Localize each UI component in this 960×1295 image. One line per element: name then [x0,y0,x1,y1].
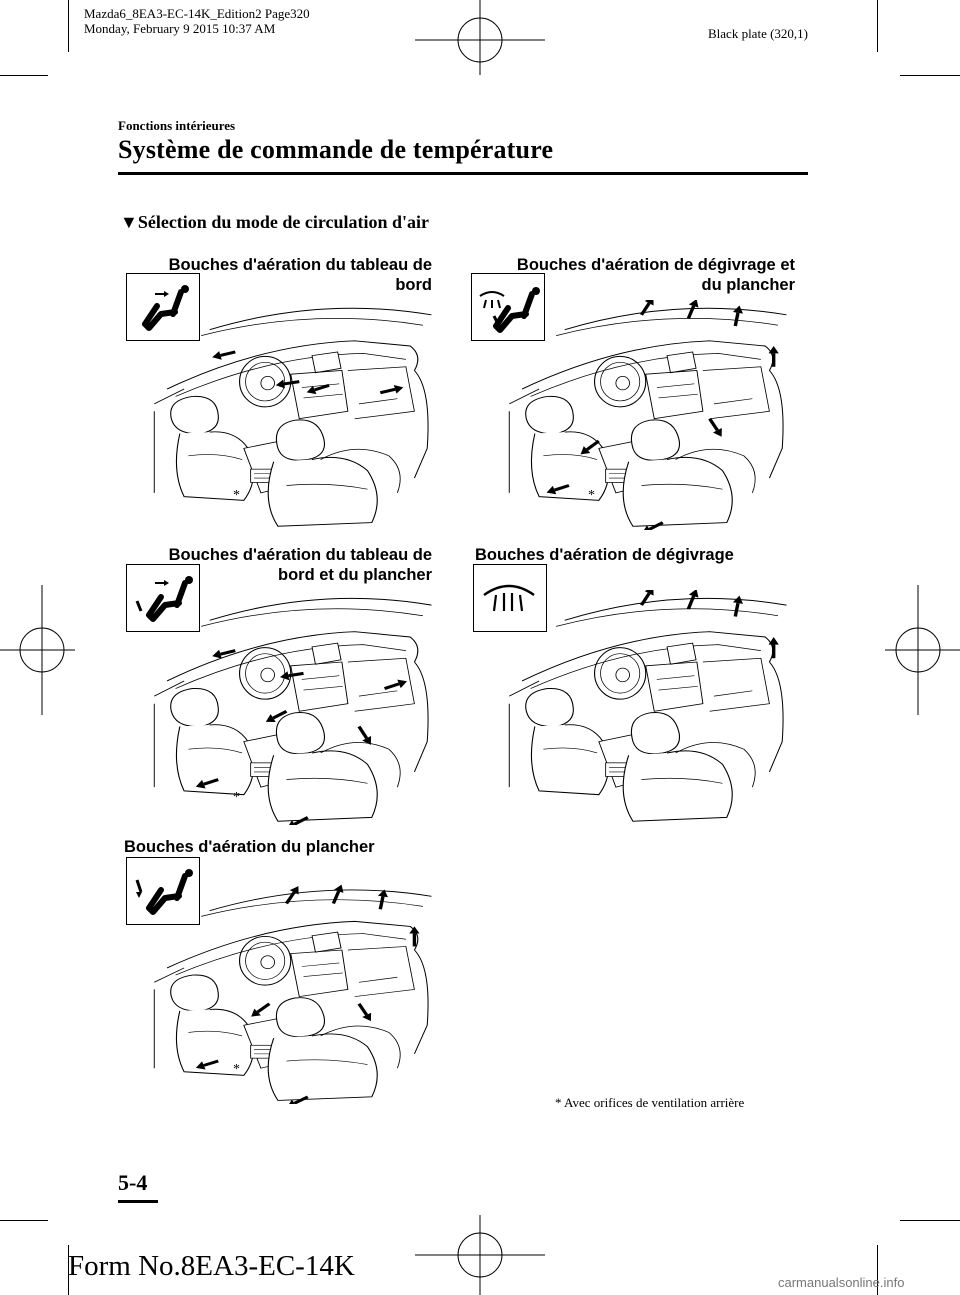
panel-floor-label: Bouches d'aération du plancher [124,837,444,857]
panel-face-floor-label: Bouches d'aération du tableau de bord et… [110,545,432,585]
subsection-title-text: Sélection du mode de circulation d'air [137,212,429,232]
asterisk-3: * [233,790,240,805]
form-number: Form No.8EA3-EC-14K [68,1250,355,1282]
asterisk-1: * [233,488,240,503]
cabin-illustration-defrost-floor [508,300,788,530]
panel-floor-label-line1: Bouches d'aération du plancher [124,838,375,856]
floor-vent-icon [126,857,200,925]
section-name: Fonctions intérieures [118,118,236,133]
face-vent-icon [126,273,200,341]
page-number: 5-4 [118,1170,148,1195]
panel-defrost-label: Bouches d'aération de dégivrage [475,545,805,565]
registration-mark-top-icon [415,0,545,75]
print-meta: Mazda6_8EA3-EC-14K_Edition2 Page320 Mond… [84,6,310,36]
panel-face-label-line1: Bouches d'aération du tableau de [168,256,432,274]
panel-defrost-floor-label-line2: du plancher [701,276,795,294]
print-meta-line2: Monday, February 9 2015 10:37 AM [84,21,276,36]
panel-defrost-label-line1: Bouches d'aération de dégivrage [475,546,734,564]
cabin-illustration-floor [153,882,433,1104]
panel-face-label-line2: bord [395,276,432,294]
panel-defrost-floor-label-line1: Bouches d'aération de dégivrage et [516,256,795,274]
page-number-rule [118,1200,158,1203]
triangle-marker-icon: ▼ [120,212,138,232]
panel-face-floor-label-line2: bord et du plancher [277,566,432,584]
panel-defrost-floor-label: Bouches d'aération de dégivrage et du pl… [470,255,795,295]
panel-face-label: Bouches d'aération du tableau de bord [110,255,432,295]
face-floor-vent-icon [126,564,200,632]
defrost-floor-vent-icon [471,273,545,341]
page-title: Système de commande de température [118,135,554,164]
subsection-title: ▼Sélection du mode de circulation d'air [120,212,429,233]
print-meta-line1: Mazda6_8EA3-EC-14K_Edition2 Page320 [84,6,310,21]
panel-face-floor-label-line1: Bouches d'aération du tableau de [168,546,432,564]
watermark: carmanualsonline.info [778,1275,905,1290]
asterisk-5: * [233,1062,240,1077]
defrost-vent-icon [473,564,547,632]
footnote: * Avec orifices de ventilation arrière [555,1095,745,1110]
registration-mark-bottom-icon [415,1215,545,1295]
registration-mark-right-icon [885,585,960,715]
asterisk-2: * [588,488,595,503]
black-plate: Black plate (320,1) [708,26,808,41]
registration-mark-left-icon [0,585,75,715]
title-rule [118,172,808,175]
cabin-illustration-face-floor [153,597,433,825]
cabin-illustration-face [153,307,433,527]
cabin-illustration-defrost [508,590,788,822]
